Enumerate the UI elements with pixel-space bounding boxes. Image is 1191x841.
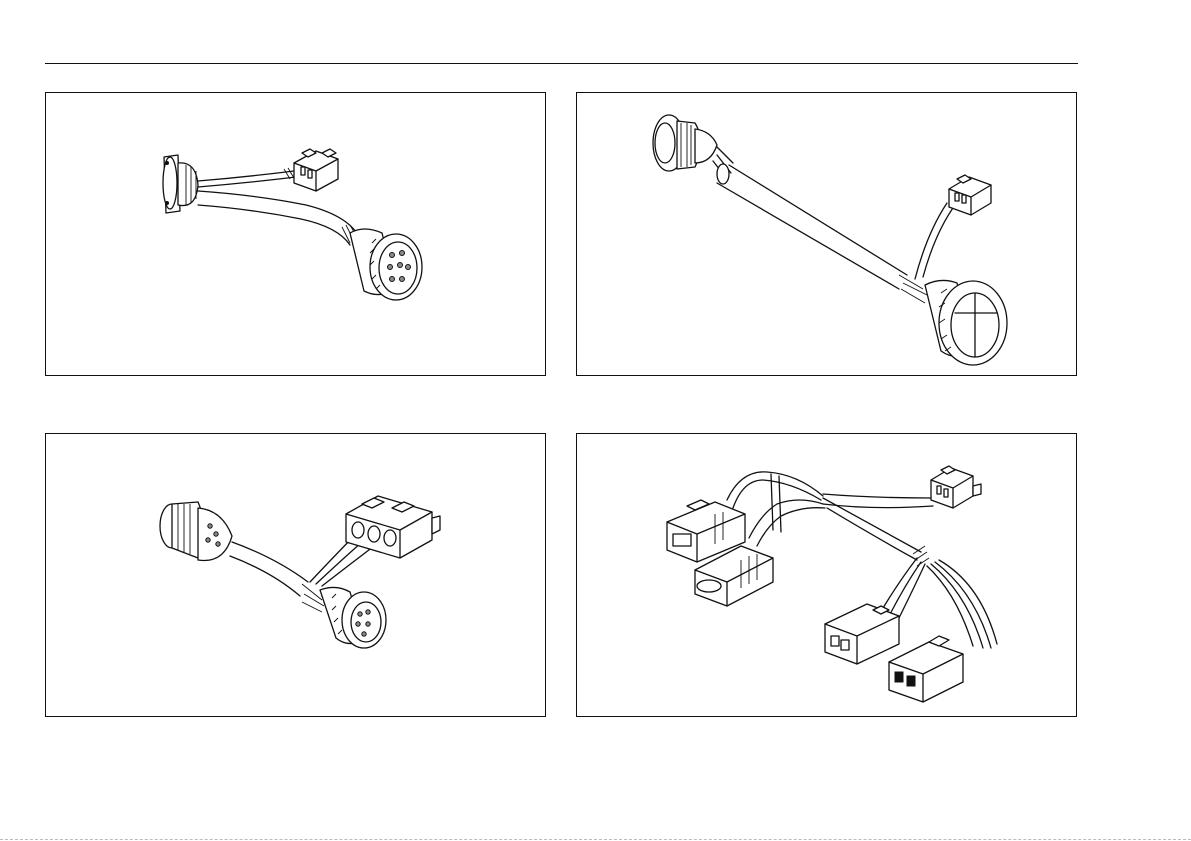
adapter-cable-icon <box>46 93 547 377</box>
figure-panel-2 <box>576 92 1077 376</box>
adapter-cable-icon <box>46 434 547 718</box>
wiring-harness-icon <box>577 434 1078 718</box>
round-connector-left <box>653 115 717 171</box>
small-plug <box>294 149 338 191</box>
small-plug <box>931 466 981 508</box>
inline-round-connector <box>320 587 386 648</box>
flange-connector <box>163 155 198 213</box>
round-connector-left <box>160 502 232 561</box>
figure-panel-4 <box>576 433 1077 717</box>
round-connector <box>350 229 422 300</box>
round-connector-right <box>925 280 1007 365</box>
small-plug <box>949 175 991 215</box>
connector-d <box>889 636 963 702</box>
connector-c <box>825 604 899 664</box>
figure-panel-3 <box>45 433 546 717</box>
figure-panel-1 <box>45 92 546 376</box>
adapter-cable-icon <box>577 93 1078 377</box>
large-plug <box>346 496 440 558</box>
page-bottom-edge <box>0 839 1191 840</box>
header-rule <box>45 63 1078 64</box>
